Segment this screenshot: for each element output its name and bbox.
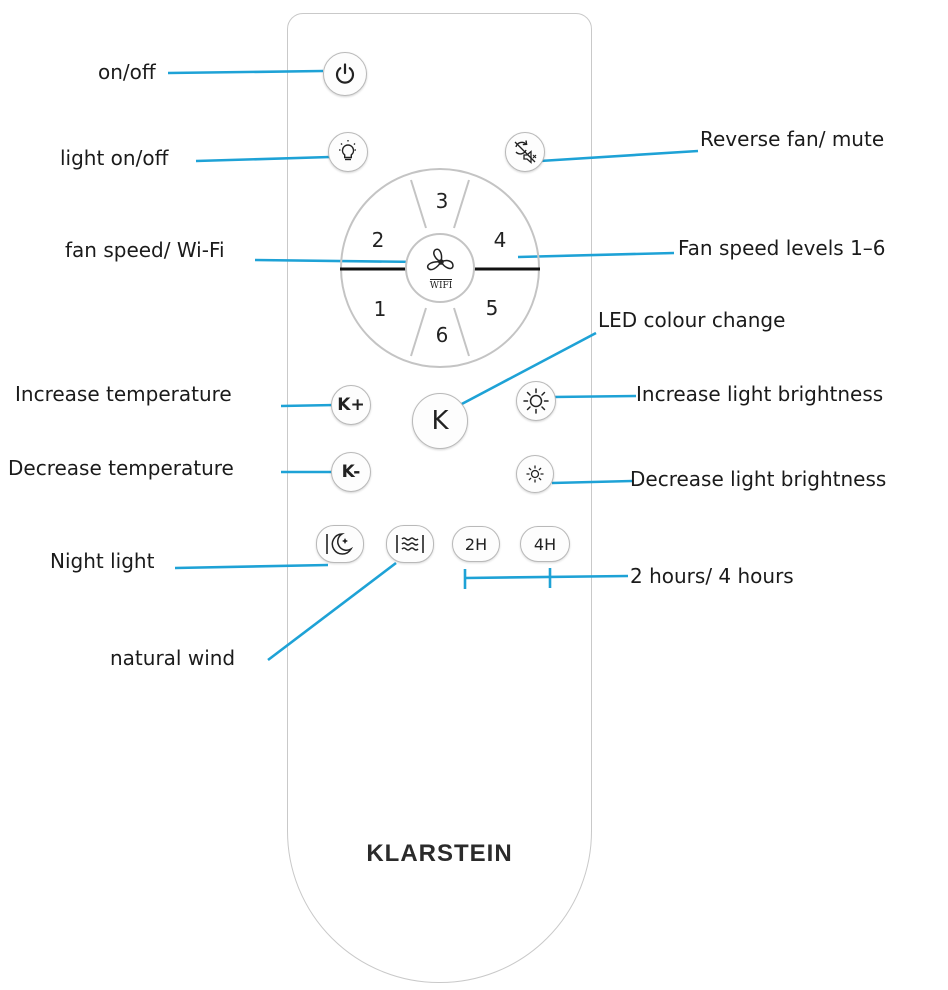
k-plus-label: K+ [337,395,365,415]
label-decrease-brightness: Decrease light brightness [630,467,887,491]
label-fan-speed-wifi: fan speed/ Wi-Fi [65,238,225,262]
sun-large-icon [523,388,549,414]
reverse-mute-button[interactable] [505,132,545,172]
label-increase-brightness: Increase light brightness [636,382,884,406]
fan-speed-4-button[interactable]: 4 [493,228,507,252]
label-decrease-temperature: Decrease temperature [8,456,234,480]
moon-icon [326,533,354,555]
timer-4h-label: 4H [533,534,557,554]
timer-2h-button[interactable]: 2H [452,526,500,562]
k-center-label: K [431,406,449,436]
fan-speed-3-button[interactable]: 3 [435,189,449,213]
k-minus-label: K- [341,462,361,482]
fan-speed-6-button[interactable]: 6 [435,323,449,347]
timer-2h-label: 2H [464,534,488,554]
label-natural-wind: natural wind [110,646,236,670]
power-button[interactable] [323,52,367,96]
decrease-brightness-button[interactable] [516,455,554,493]
light-toggle-button[interactable] [328,132,368,172]
fan-speed-1-button[interactable]: 1 [373,297,387,321]
label-led-colour-change: LED colour change [598,308,786,332]
power-icon [335,63,355,84]
led-colour-change-button[interactable]: K [412,393,468,449]
lightbulb-icon [339,140,357,161]
fan-wifi-button[interactable]: WIFI [409,237,473,301]
night-light-button[interactable] [316,525,364,563]
natural-wind-button[interactable] [386,525,434,563]
timer-4h-button[interactable]: 4H [520,526,570,562]
wind-waves-icon [396,535,424,553]
sun-small-icon [526,465,544,483]
fan-speed-2-button[interactable]: 2 [371,228,385,252]
fan-speed-dial: 3 2 4 1 5 6 WIFI [340,168,540,368]
dial-segment-lines [340,179,540,357]
label-fan-speed-levels: Fan speed levels 1–6 [678,236,886,260]
increase-temperature-button[interactable]: K+ [331,385,371,425]
reverse-mute-icon [514,140,537,164]
label-on-off: on/off [98,60,156,84]
decrease-temperature-button[interactable]: K- [331,452,371,492]
label-increase-temperature: Increase temperature [15,382,232,406]
fan-speed-5-button[interactable]: 5 [485,296,499,320]
label-timer: 2 hours/ 4 hours [630,564,794,588]
increase-brightness-button[interactable] [516,381,556,421]
wifi-sub-label: WIFI [429,279,453,291]
fan-icon [426,248,454,271]
label-night-light: Night light [50,549,155,573]
brand-logo-text: KLARSTEIN [366,840,513,867]
label-reverse-fan-mute: Reverse fan/ mute [700,127,885,151]
label-light-on-off: light on/off [60,146,169,170]
